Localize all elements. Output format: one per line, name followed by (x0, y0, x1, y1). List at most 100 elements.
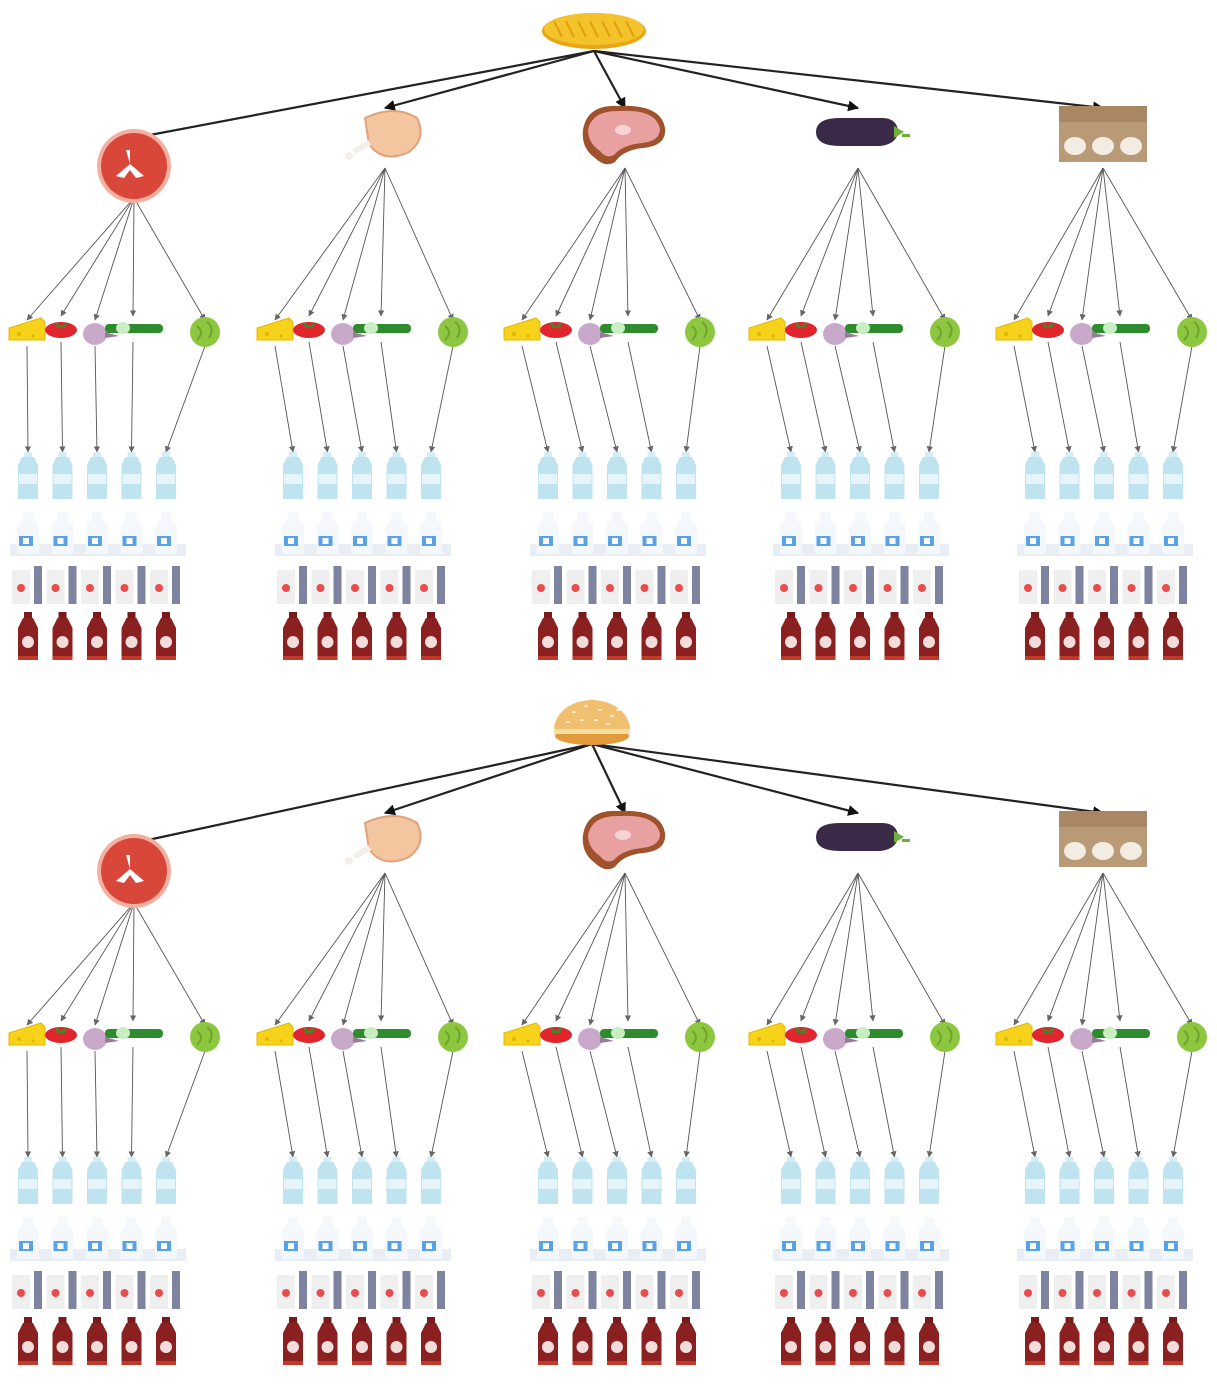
edge-cucumber-to-drinks (627, 1046, 654, 1158)
juice-carton-icon (1053, 1271, 1084, 1309)
milk-bottle-icon (275, 1217, 313, 1261)
edge-tomato-to-drinks (308, 1046, 330, 1158)
edge-lettuce-to-drinks (1170, 1050, 1193, 1158)
juice-carton-icon (115, 1271, 146, 1309)
juice-carton-icon (635, 1271, 666, 1309)
milk-bottle-icon (876, 1217, 915, 1261)
edge-cheese-to-drinks (24, 345, 32, 453)
soda-bottle-icon (386, 612, 407, 660)
water-bottle-icon (884, 1157, 905, 1204)
juice-carton-icon (775, 1271, 805, 1309)
milk-bottle-icon (911, 512, 949, 556)
milk-bottle-icon (309, 1217, 348, 1261)
milk-bottle-icon (530, 1217, 568, 1261)
edge-lettuce-to-drinks (683, 345, 701, 453)
water-bottle-icon (538, 452, 558, 499)
water-bottle-icon (1128, 452, 1149, 499)
juice-carton-icon (913, 566, 943, 604)
tomato-icon (293, 1027, 325, 1043)
lettuce-icon (438, 1022, 468, 1052)
edge-tomato-to-drinks (308, 341, 330, 453)
milk-bottle-icon (668, 512, 706, 556)
edge-tomato-to-drinks (555, 1046, 585, 1158)
water-bottle-icon (919, 1157, 939, 1204)
cucumber-icon (1092, 1027, 1150, 1039)
edge-egg-carton-to-onion (1079, 872, 1104, 1026)
soda-bottle-icon (18, 612, 38, 660)
edge-egg-carton-to-lettuce (1102, 167, 1193, 321)
water-bottle-icon (52, 1157, 73, 1204)
soda-bottle-icon (815, 1317, 836, 1365)
edge-cheese-to-drinks (766, 345, 793, 453)
milk-bottle-icon (1120, 1217, 1159, 1261)
lettuce-icon (190, 1022, 220, 1052)
edge-cucumber-to-drinks (627, 341, 654, 453)
edge-chicken-leg-to-cucumber (378, 167, 386, 317)
cucumber-icon (353, 1027, 411, 1039)
water-bottle-icon (156, 1157, 176, 1204)
edge-steak-to-cucumber (129, 197, 137, 317)
water-bottle-icon (421, 1157, 441, 1204)
lettuce-icon (930, 1022, 960, 1052)
soda-bottle-icon (676, 612, 696, 660)
edge-root-to-eggplant (593, 49, 860, 112)
edge-chicken-leg-to-cheese (274, 872, 386, 1026)
soda-bottle-icon (884, 612, 905, 660)
lettuce-icon (685, 317, 715, 347)
edge-tomato-to-drinks (59, 1046, 66, 1158)
water-bottle-icon (1094, 452, 1114, 499)
edge-egg-carton-to-tomato (1047, 872, 1104, 1022)
nodes-layer (8, 13, 1207, 1365)
edge-ham-to-onion (588, 872, 626, 1026)
water-bottle-icon (815, 1157, 836, 1204)
water-bottle-icon (538, 1157, 558, 1204)
cheese-icon (8, 1022, 46, 1046)
soda-bottle-icon (781, 1317, 801, 1365)
edge-chicken-leg-to-cheese (274, 167, 386, 321)
milk-bottle-icon (113, 512, 152, 556)
onion-icon (578, 1028, 614, 1050)
tomato-icon (45, 322, 77, 338)
water-bottle-icon (1059, 452, 1080, 499)
edge-onion-to-drinks (1081, 345, 1106, 453)
soda-bottle-icon (317, 1317, 338, 1365)
edge-ham-to-cheese (521, 167, 626, 321)
edge-lettuce-to-drinks (429, 345, 454, 453)
soda-bottle-icon (850, 612, 870, 660)
edge-egg-carton-to-lettuce (1102, 872, 1193, 1026)
cucumber-icon (600, 322, 658, 334)
milk-bottle-icon (378, 1217, 417, 1261)
water-bottle-icon (676, 1157, 696, 1204)
soda-bottle-icon (1094, 1317, 1114, 1365)
edge-cucumber-to-drinks (1119, 341, 1141, 453)
juice-carton-icon (844, 566, 874, 604)
soda-bottle-icon (121, 1317, 142, 1365)
tomato-icon (1032, 322, 1064, 338)
juice-carton-icon (1122, 1271, 1153, 1309)
milk-bottle-icon (668, 1217, 706, 1261)
soda-bottle-icon (283, 1317, 303, 1365)
water-bottle-icon (1059, 1157, 1080, 1204)
milk-bottle-icon (773, 512, 811, 556)
edge-onion-to-drinks (589, 1050, 619, 1158)
edge-tomato-to-drinks (59, 341, 66, 453)
juice-carton-icon (81, 1271, 111, 1309)
milk-bottle-icon (1120, 512, 1159, 556)
water-bottle-icon (641, 452, 662, 499)
tomato-icon (540, 322, 572, 338)
milk-bottle-icon (1086, 1217, 1124, 1261)
milk-bottle-icon (842, 1217, 880, 1261)
cheese-icon (503, 1022, 541, 1046)
edge-cheese-to-drinks (521, 1050, 550, 1158)
juice-carton-icon (1019, 566, 1049, 604)
egg-carton-icon (1059, 811, 1147, 867)
tree-2 (8, 700, 1207, 1365)
water-bottle-icon (18, 1157, 38, 1204)
juice-carton-icon (12, 1271, 42, 1309)
water-bottle-icon (386, 452, 407, 499)
edge-root-to-egg-carton (591, 742, 1105, 818)
soda-bottle-icon (52, 612, 73, 660)
milk-bottle-icon (10, 512, 48, 556)
lettuce-icon (1177, 1022, 1207, 1052)
